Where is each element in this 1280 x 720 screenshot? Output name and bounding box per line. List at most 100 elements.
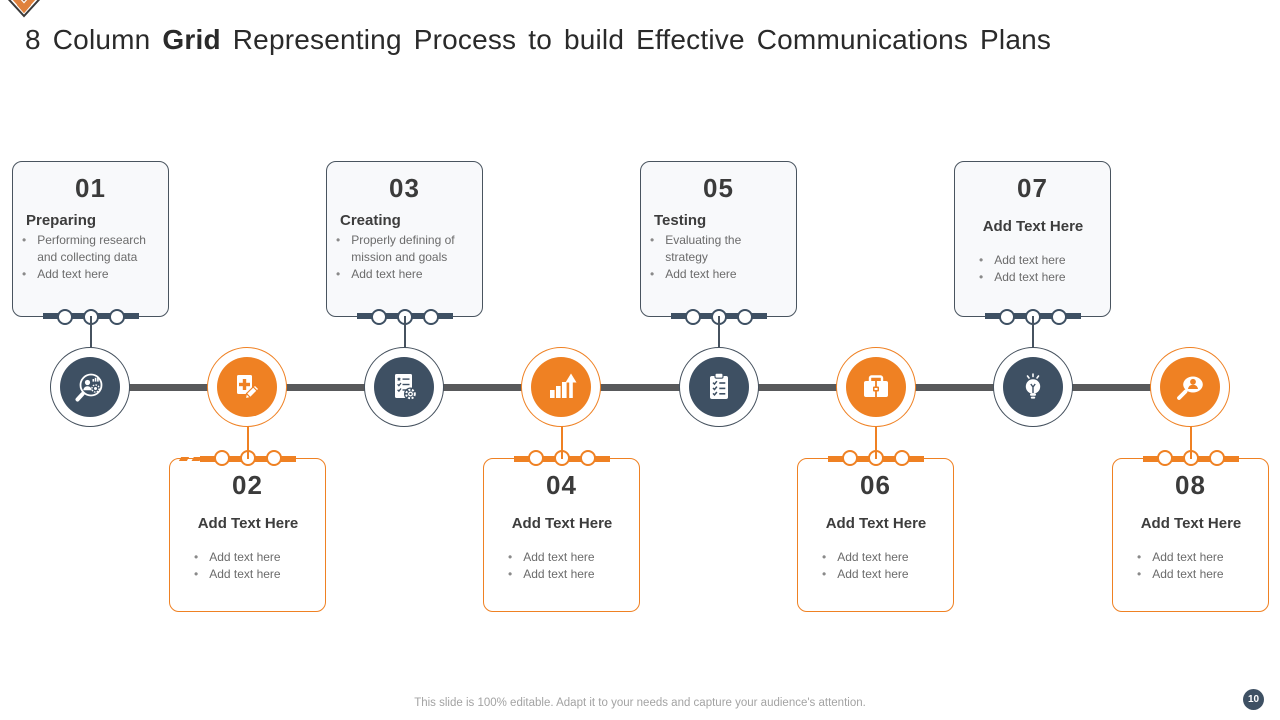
document-gear-icon [374, 357, 434, 417]
step-card-03[interactable]: 03 Creating Properly defining of mission… [326, 161, 483, 348]
bullet-text: Properly defining of mission and goals [351, 233, 455, 264]
step-number: 01 [75, 173, 106, 203]
research-icon [60, 357, 120, 417]
step-number: 07 [1017, 173, 1048, 203]
bullet-text: Add text here [837, 566, 909, 581]
step-icon-circle-05[interactable] [679, 347, 759, 427]
connector-dot [1208, 450, 1225, 466]
bullet-item: Add text here [336, 266, 476, 283]
connector-stem [717, 316, 720, 348]
footer-note: This slide is 100% editable. Adapt it to… [414, 697, 866, 709]
bullet-item: Performing research and collecting data [22, 232, 162, 266]
step-card-06[interactable]: 06 Add Text Here Add text here Add text … [797, 426, 954, 612]
connector-stem [89, 316, 92, 348]
bullet-text: Add text here [523, 550, 595, 564]
bullet-text: Add text here [1152, 550, 1224, 564]
title-suffix: Representing Process to build Effective … [220, 24, 1052, 55]
step-icon-circle-03[interactable] [364, 347, 444, 427]
step-icon-circle-02[interactable] [207, 347, 287, 427]
step-title: Add Text Here [825, 515, 927, 532]
step-title: Add Text Here [982, 218, 1084, 235]
note-edit-icon [217, 357, 277, 417]
clipboard-checklist-icon [689, 357, 749, 417]
connector-dot [370, 309, 387, 325]
connector-stem [246, 426, 249, 459]
bullet-text: Add text here [351, 266, 423, 281]
bullet-text: Add text here [1152, 566, 1224, 581]
bullet-item: Add text here [822, 549, 947, 566]
bullet-item: Add text here [979, 252, 1104, 269]
step-bullets: Add text here Add text here [822, 549, 947, 583]
connector-dot [998, 309, 1015, 325]
briefcase-icon [846, 357, 906, 417]
connector-stem [560, 426, 563, 459]
step-title: Testing [654, 212, 707, 229]
bullet-text: Evaluating the strategy [665, 233, 742, 264]
connector-dot [108, 309, 125, 325]
step-icon-circle-01[interactable] [50, 347, 130, 427]
step-icon-circle-08[interactable] [1150, 347, 1230, 427]
bullet-item: Add text here [1137, 566, 1262, 583]
bullet-item: Add text here [508, 549, 633, 566]
bullet-text: Add text here [994, 269, 1066, 284]
step-bullets: Properly defining of mission and goals A… [336, 232, 476, 282]
bullet-item: Properly defining of mission and goals [336, 232, 476, 266]
bullet-text: Add text here [837, 550, 909, 564]
connector-stem [1189, 426, 1192, 459]
step-card-08[interactable]: 08 Add Text Here Add text here Add text … [1112, 426, 1269, 612]
step-bullets: Add text here Add text here [979, 252, 1104, 286]
step-bullets: Evaluating the strategy Add text here [650, 232, 756, 282]
bullet-item: Add text here [194, 566, 319, 583]
step-number: 05 [703, 173, 734, 203]
title-prefix: 8 Column [25, 24, 163, 55]
step-card-04[interactable]: 04 Add Text Here Add text here Add text … [483, 426, 640, 612]
step-title: Preparing [26, 212, 97, 229]
connector-dot [893, 450, 910, 466]
connector-stem [1031, 316, 1034, 348]
connector-stem [403, 316, 406, 348]
step-bullets: Performing research and collecting data … [22, 232, 162, 282]
bullet-text: Add text here [209, 550, 281, 564]
lightbulb-icon [1003, 357, 1063, 417]
bar-chart-icon [531, 357, 591, 417]
bullet-item: Add text here [979, 269, 1104, 286]
bullet-item: Add text here [194, 549, 319, 566]
bullet-text: Add text here [209, 566, 281, 581]
bullet-text: Add text here [994, 253, 1066, 267]
connector-dot [56, 309, 73, 325]
connector-dot [265, 450, 282, 466]
connector-dot [579, 450, 596, 466]
step-bullets: Add text here Add text here [194, 549, 319, 583]
step-bullets: Add text here Add text here [1137, 549, 1262, 583]
step-icon-circle-07[interactable] [993, 347, 1073, 427]
connector-dot [736, 309, 753, 325]
step-card-01[interactable]: 01 Preparing Performing research and col… [12, 161, 169, 348]
step-card-05[interactable]: 05 Testing Evaluating the strategy Add t… [640, 161, 797, 348]
connector-dot [1050, 309, 1067, 325]
connector-dot [684, 309, 701, 325]
bullet-item: Add text here [650, 266, 756, 283]
step-title: Add Text Here [1140, 515, 1242, 532]
connector-dot [841, 450, 858, 466]
connector-dot [527, 450, 544, 466]
title-bold-word: Grid [162, 24, 221, 55]
step-number: 06 [860, 470, 891, 500]
step-icon-circle-06[interactable] [836, 347, 916, 427]
bullet-item: Add text here [822, 566, 947, 583]
timeline-line [88, 384, 1192, 391]
connector-dot [422, 309, 439, 325]
connector-dot [1156, 450, 1173, 466]
bullet-text: Add text here [37, 266, 109, 281]
search-person-icon [1160, 357, 1220, 417]
connector-stem [874, 426, 877, 459]
step-number: 08 [1175, 470, 1206, 500]
step-icon-circle-04[interactable] [521, 347, 601, 427]
page-title: 8 Column Grid Representing Process to bu… [25, 24, 1051, 56]
step-title: Creating [340, 212, 401, 229]
bullet-item: Add text here [22, 266, 162, 283]
bullet-item: Add text here [1137, 549, 1262, 566]
step-card-07[interactable]: 07 Add Text Here Add text here Add text … [954, 161, 1111, 348]
step-number: 02 [232, 470, 263, 500]
step-card-02[interactable]: 02 Add Text Here Add text here Add text … [169, 426, 326, 612]
